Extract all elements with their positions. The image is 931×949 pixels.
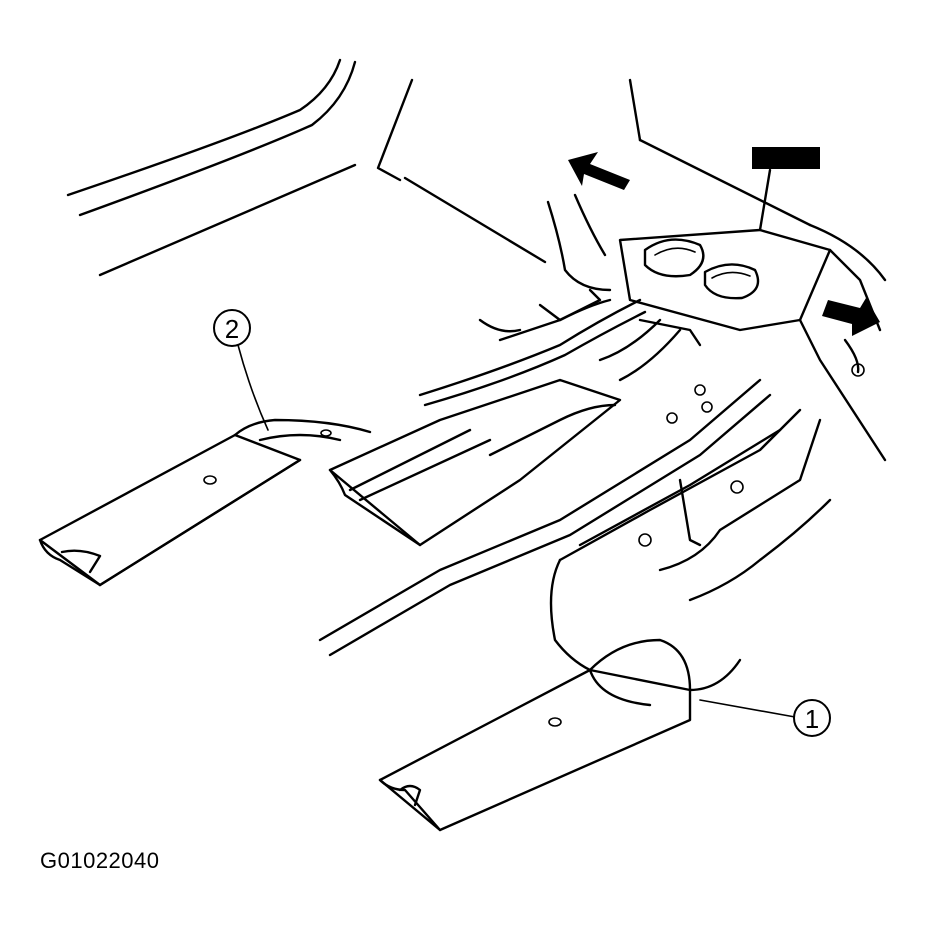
reinforcement-rail-1 <box>378 384 832 832</box>
callout-2: 2 <box>213 309 269 431</box>
wiring-harness <box>418 288 702 407</box>
reinforcement-rail-2 <box>38 418 372 587</box>
callout-1-label: 1 <box>805 704 819 734</box>
callout-1: 1 <box>699 699 831 737</box>
front-arrow-icon <box>568 152 630 190</box>
floor-tray <box>318 378 772 657</box>
center-tunnel <box>546 168 887 462</box>
figure-code: G01022040 <box>40 848 160 873</box>
floor-panel-lines <box>66 58 887 282</box>
front-marker-block <box>752 147 820 169</box>
callout-2-label: 2 <box>225 314 239 344</box>
side-arrow-icon <box>822 298 880 336</box>
